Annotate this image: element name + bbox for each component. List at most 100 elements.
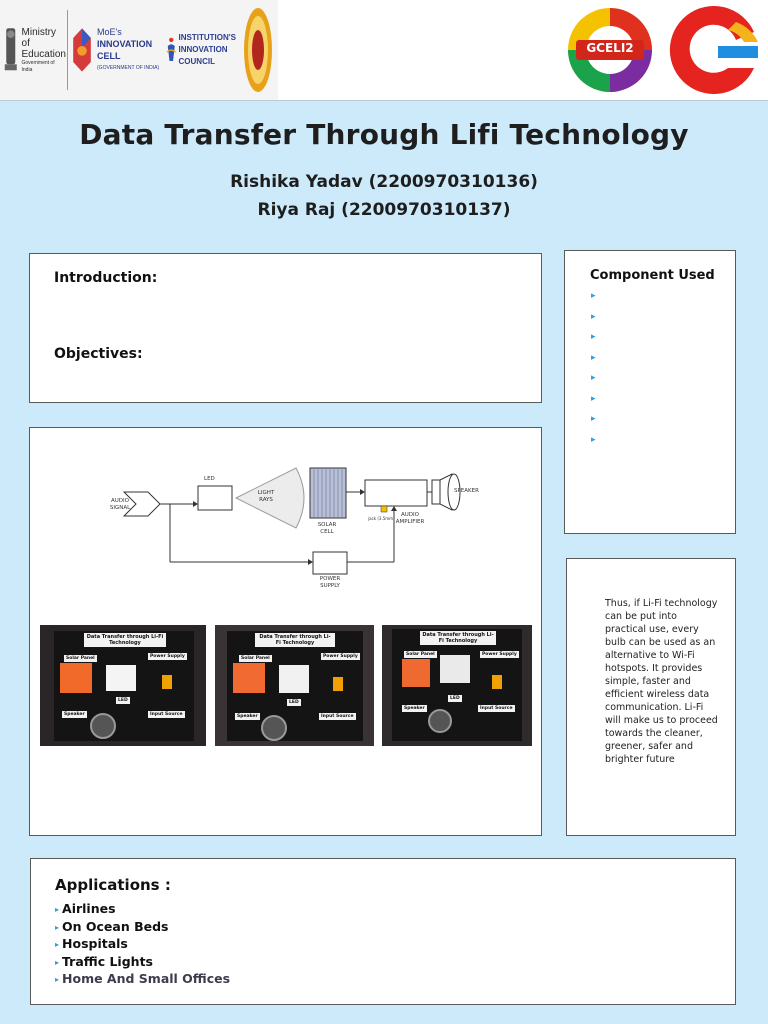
component-bullet: ▸ xyxy=(591,414,596,424)
application-item: ▸On Ocean Beds xyxy=(55,918,230,936)
board-title-label: Data Transfer through Li-Fi Technology xyxy=(255,633,335,647)
logo-divider xyxy=(67,10,68,90)
components-heading: Component Used xyxy=(590,268,715,283)
header-banner: Ministry of Education Government of Indi… xyxy=(0,0,768,101)
led-photo-label: LED xyxy=(448,695,462,702)
applications-heading: Applications : xyxy=(55,876,171,894)
application-label: On Ocean Beds xyxy=(62,918,169,934)
speaker-label: SPEAKER xyxy=(454,488,479,494)
gcelt-logo-text: GCELI2 xyxy=(586,41,634,55)
ministry-line-3: Government of India xyxy=(21,59,55,73)
component-bullet: ▸ xyxy=(591,434,596,445)
component-bullet: ▸ xyxy=(591,332,596,342)
application-item: ▸Home And Small Offices xyxy=(55,970,230,988)
diagram-panel: AUDIO SIGNAL LED LIGHT RAYS SOLAR CELL A… xyxy=(29,427,542,836)
application-label: Airlines xyxy=(62,901,116,916)
speaker-photo-label: Speaker xyxy=(235,713,260,720)
introduction-heading: Introduction: xyxy=(54,270,158,286)
author-1: Rishika Yadav (2200970310136) xyxy=(230,172,538,192)
audio-amplifier-label: AUDIO AMPLIFIER xyxy=(395,512,425,525)
battery-shape xyxy=(333,677,343,691)
project-photo-2: Data Transfer through Li-Fi Technology S… xyxy=(215,625,374,746)
iic-logo: INSTITUTION'S INNOVATION COUNCIL xyxy=(166,4,236,96)
solar-cell-label: SOLAR CELL xyxy=(317,522,337,535)
gcelt-circle-logo xyxy=(568,8,652,92)
author-2: Riya Raj (2200970310137) xyxy=(257,200,511,220)
solar-panel-shape xyxy=(60,663,92,693)
component-bullet: ▸ xyxy=(591,373,596,383)
speaker-photo-label: Speaker xyxy=(402,705,427,712)
solar-panel-label: Solar Panel xyxy=(239,655,272,662)
component-bullet: ▸ xyxy=(591,393,596,404)
receiver-plate-shape xyxy=(106,665,136,691)
solar-panel-shape xyxy=(402,659,430,687)
solar-panel-label: Solar Panel xyxy=(404,651,437,658)
project-photo-3: Data Transfer through Li-Fi Technology S… xyxy=(382,625,532,746)
innovation-cell-logo: MoE's INNOVATION CELL (GOVERNMENT OF IND… xyxy=(70,4,162,96)
application-label: Home And Small Offices xyxy=(62,971,231,986)
poster-title: Data Transfer Through Lifi Technology xyxy=(79,118,689,151)
innovation-cell-line-2: INNOVATION CELL xyxy=(97,39,153,61)
led-photo-label: LED xyxy=(287,699,301,706)
component-bullet: ▸ xyxy=(591,311,596,322)
conclusion-text: Thus, if Li-Fi technology can be put int… xyxy=(605,598,718,765)
speaker-photo-label: Speaker xyxy=(62,711,87,718)
receiver-plate-shape xyxy=(279,665,309,693)
application-label: Hospitals xyxy=(62,936,128,951)
input-source-photo-label: Input Source xyxy=(478,705,515,712)
g-swirl-logo xyxy=(669,6,758,95)
solar-panel-label: Solar Panel xyxy=(64,655,97,662)
bullet-icon: ▸ xyxy=(55,922,60,932)
project-photo-1: Data Transfer through Li-Fi Technology S… xyxy=(40,625,206,746)
led-label: LED xyxy=(204,476,215,482)
innovation-cell-icon xyxy=(73,28,91,72)
bullet-icon: ▸ xyxy=(55,957,60,967)
audio-signal-label: AUDIO SIGNAL xyxy=(109,498,131,511)
power-supply-photo-label: Power Supply xyxy=(148,653,187,660)
emblem-icon xyxy=(4,28,17,71)
iic-figure-icon xyxy=(166,37,177,61)
innovation-cell-line-1: MoE's xyxy=(97,27,122,37)
speaker-shape xyxy=(428,709,452,733)
input-source-photo-label: Input Source xyxy=(148,711,185,718)
board-title-label: Data Transfer through Li-Fi Technology xyxy=(84,633,166,647)
bullet-icon: ▸ xyxy=(55,940,60,949)
speaker-shape xyxy=(261,715,287,741)
applications-list: ▸Airlines ▸On Ocean Beds ▸Hospitals ▸Tra… xyxy=(55,900,230,988)
battery-shape xyxy=(492,675,502,689)
application-label: Traffic Lights xyxy=(62,953,153,969)
components-panel: Component Used ▸ ▸ ▸ ▸ ▸ ▸ ▸ ▸ xyxy=(564,250,736,534)
power-supply-photo-label: Power Supply xyxy=(321,653,360,660)
ministry-line-1: Ministry of xyxy=(21,26,56,49)
ministry-of-education-logo: Ministry of Education Government of Indi… xyxy=(4,4,66,96)
innovation-cell-line-3: (GOVERNMENT OF INDIA) xyxy=(97,65,160,71)
component-bullet: ▸ xyxy=(591,352,596,363)
application-item: ▸Traffic Lights xyxy=(55,953,230,971)
bullet-icon: ▸ xyxy=(55,975,60,984)
iic-line-1: INSTITUTION'S xyxy=(178,33,236,42)
board-title-label: Data Transfer through Li-Fi Technology xyxy=(420,631,496,645)
application-item: ▸Hospitals xyxy=(55,935,230,953)
application-item: ▸Airlines xyxy=(55,900,230,918)
led-photo-label: LED xyxy=(116,697,130,704)
objectives-heading: Objectives: xyxy=(54,346,143,362)
component-bullet-list: ▸ ▸ ▸ ▸ ▸ ▸ ▸ ▸ xyxy=(591,291,596,455)
iic-line-2: INNOVATION xyxy=(178,45,228,54)
conclusion-panel: Thus, if Li-Fi technology can be put int… xyxy=(566,558,736,836)
introduction-panel: Introduction: Objectives: xyxy=(29,253,542,403)
speaker-shape xyxy=(90,713,116,739)
logo-strip: Ministry of Education Government of Indi… xyxy=(0,0,278,100)
solar-panel-shape xyxy=(233,663,265,693)
applications-panel: Applications : ▸Airlines ▸On Ocean Beds … xyxy=(30,858,736,1005)
power-supply-photo-label: Power Supply xyxy=(480,651,519,658)
aktu-seal-icon xyxy=(244,8,272,92)
block-diagram xyxy=(122,467,461,575)
light-rays-label: LIGHT RAYS xyxy=(257,490,275,503)
power-supply-label: POWER SUPPLY xyxy=(319,576,341,589)
ministry-line-2: Education xyxy=(21,48,66,60)
input-source-photo-label: Input Source xyxy=(319,713,356,720)
jack-label: jack (3.5mm) xyxy=(368,516,395,521)
iic-line-3: COUNCIL xyxy=(178,57,215,66)
battery-shape xyxy=(162,675,172,689)
bullet-icon: ▸ xyxy=(55,905,60,914)
